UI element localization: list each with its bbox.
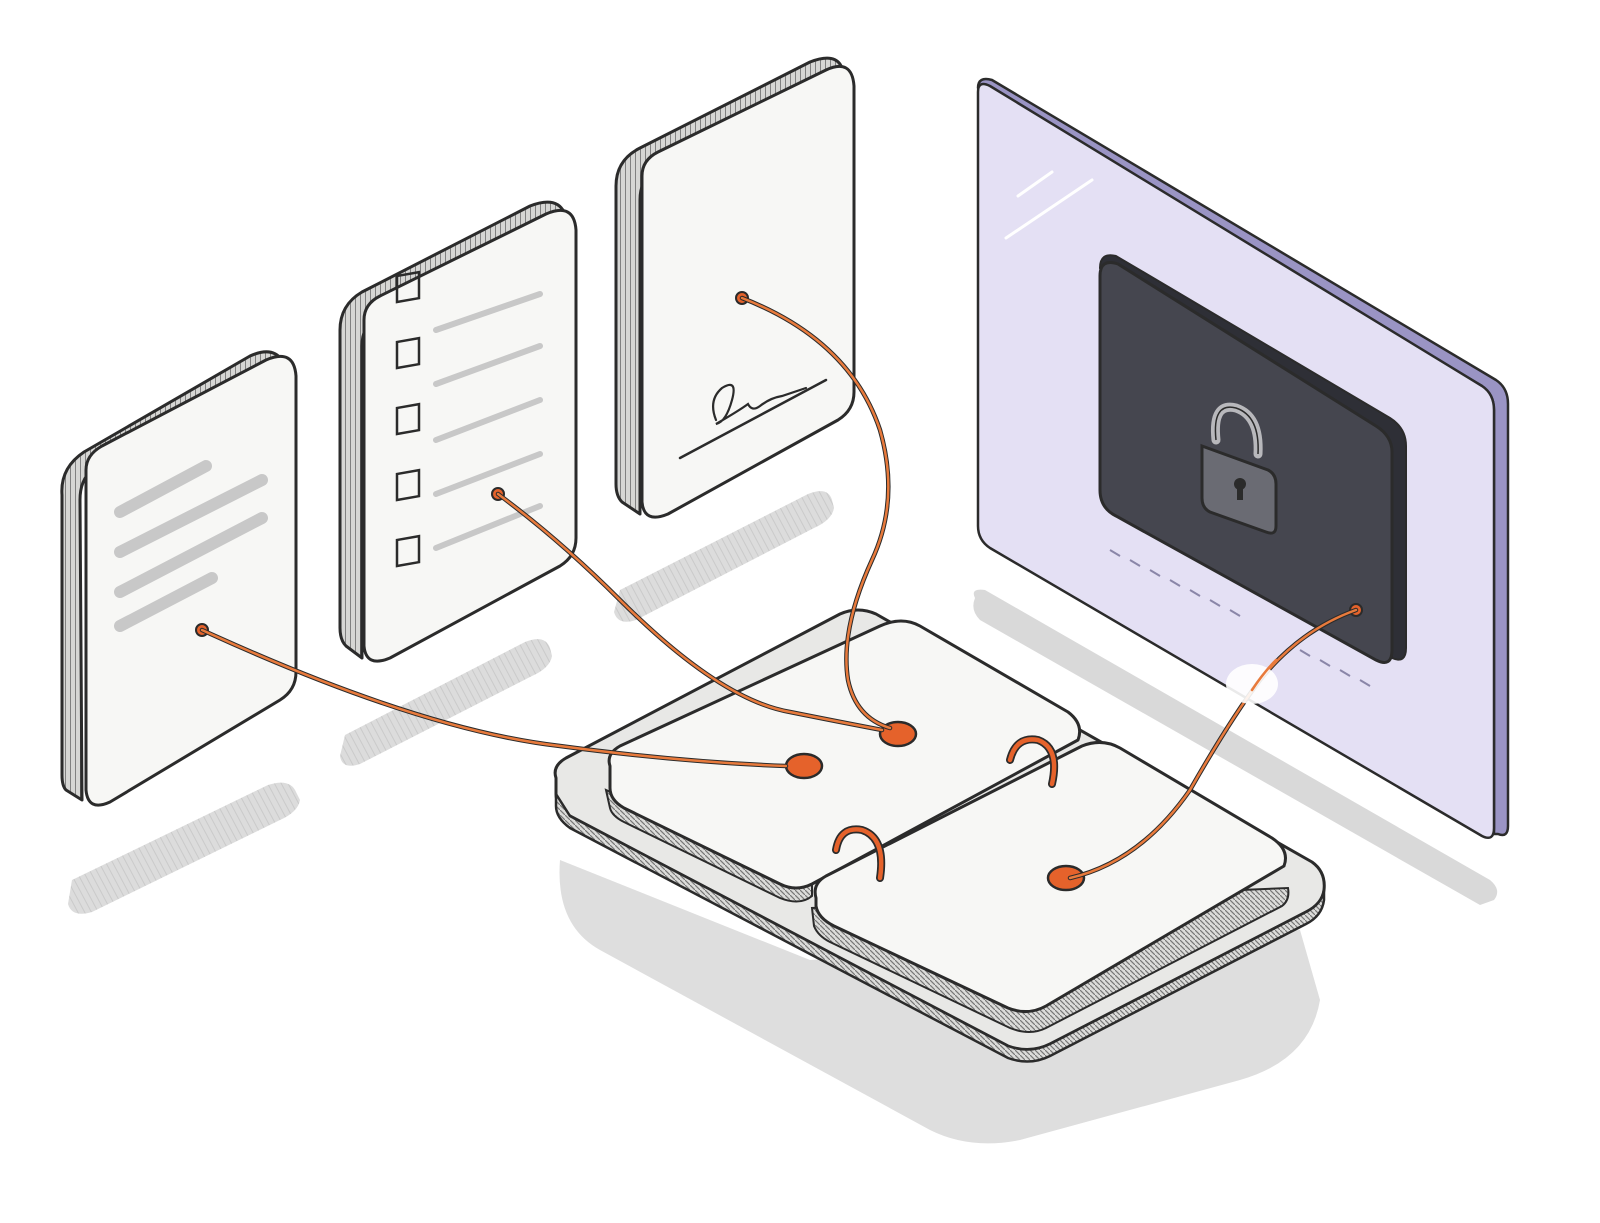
signature-document-card [614,56,856,519]
text-card-face [84,355,298,807]
connector-lines [199,295,1359,881]
signature-card-shadow [614,491,834,622]
binder-rings-icon [832,735,1059,882]
checklist-icon [395,270,543,568]
anchor-button-lower [1046,864,1086,892]
padlock-icon [1200,402,1278,535]
text-card-shadow [68,782,300,914]
checkbox-4 [395,468,421,502]
secure-vault-panel [976,77,1510,839]
binder-base-side [554,789,1326,1063]
anchor-button-upper-left [784,752,824,780]
vault-reflection-hatch [1109,549,1371,687]
checklist-document-card [338,200,578,663]
checklist-card-shadow [340,639,552,766]
bound-binder [553,608,1326,1063]
checklist-card-face [362,209,578,663]
checkbox-3 [395,402,421,436]
checkbox-2 [395,336,421,370]
vault-cable-glow [1226,664,1278,704]
text-document-card [60,350,298,807]
document-lines-icon [114,460,268,632]
vault-shadow [973,589,1498,905]
glass-reflection-lines [1004,170,1094,240]
checkbox-1 [395,270,421,304]
signature-card-face [640,65,856,519]
upper-page [607,619,1082,890]
signature-icon [678,378,828,460]
checkbox-5 [395,534,421,568]
